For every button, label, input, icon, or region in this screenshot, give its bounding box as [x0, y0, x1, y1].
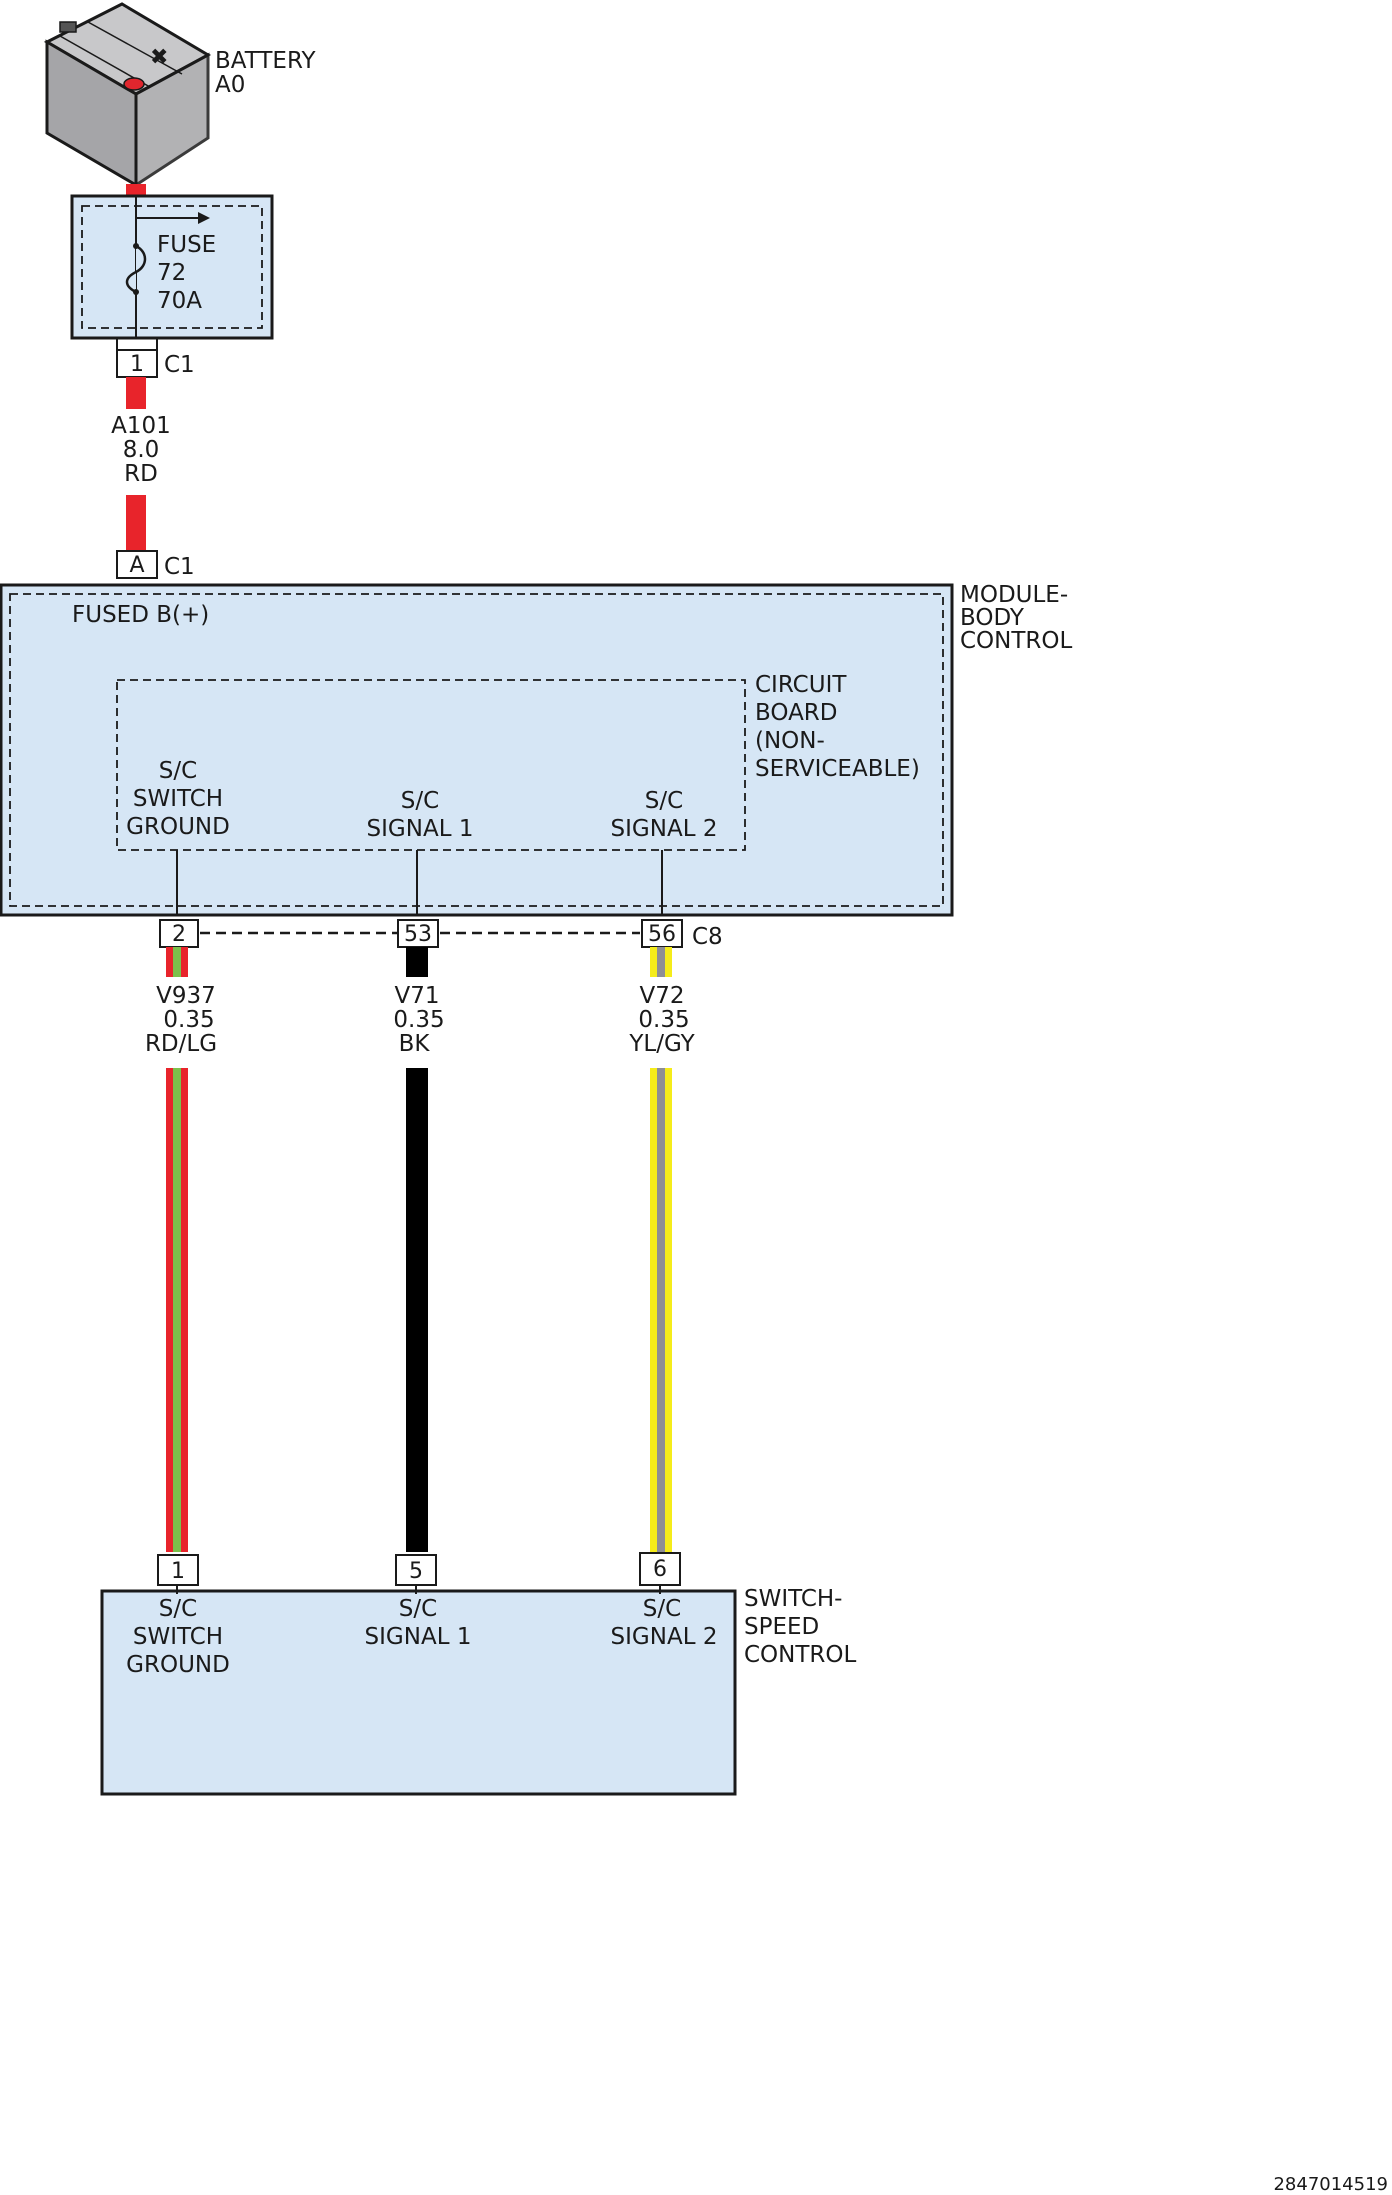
wire-v937 — [166, 947, 188, 1552]
battery-negative-terminal — [59, 21, 77, 33]
circuit-board — [116, 679, 746, 851]
switch-pin-5-line1: S/C — [399, 1596, 437, 1622]
circuit-board-line2: BOARD — [755, 700, 838, 726]
wire-v937-color: RD/LG — [145, 1031, 217, 1057]
circuit-board-line3: (NON- — [755, 728, 825, 754]
arrow-right-icon — [136, 212, 210, 224]
fuse-block: FUSE 72 70A — [70, 194, 274, 340]
feed-wire-lower — [126, 495, 146, 551]
fuse-pin: 1 — [130, 352, 144, 377]
switch-pin-1-line1: S/C — [159, 1596, 197, 1622]
document-id: 2847014519 — [1273, 2174, 1388, 2195]
bcm-input-pin-box — [116, 550, 158, 579]
wire-v72 — [650, 947, 672, 1552]
fuse-icon — [125, 244, 147, 294]
bcm-name-line1: MODULE- — [960, 582, 1068, 608]
wire-v71-circuit: V71 — [394, 983, 439, 1009]
fuse-connector: C1 — [164, 352, 195, 378]
switch-pin-6-line1: S/C — [643, 1596, 681, 1622]
bcm-input-connector: C1 — [164, 554, 195, 580]
switch-name-line2: SPEED — [744, 1614, 819, 1640]
feed-wire-color: RD — [124, 461, 158, 487]
bcm-input-pin: A — [129, 553, 144, 578]
switch-pin-6: 6 — [653, 1557, 667, 1582]
bcm-signal-2-line1: S/C — [401, 788, 439, 814]
bcm-signal-3-line1: S/C — [645, 788, 683, 814]
wire-v937-circuit: V937 — [156, 983, 216, 1009]
c8-pin-56: 56 — [648, 922, 676, 947]
wire-v71-gauge: 0.35 — [393, 1007, 444, 1033]
feed-wire-circuit: A101 — [111, 413, 171, 439]
wire-v937-gauge: 0.35 — [163, 1007, 214, 1033]
bcm-signal-3-line2: SIGNAL 2 — [611, 816, 718, 842]
fused-b-plus-label: FUSED B(+) — [72, 602, 209, 628]
bcm-signal-1-line3: GROUND — [126, 814, 230, 840]
c8-pin-2-box — [159, 919, 199, 948]
c8-pin-53-box — [397, 919, 439, 948]
switch-pin-5-box — [395, 1554, 437, 1586]
battery-icon: ✖ — [43, 2, 212, 188]
switch-name-line1: SWITCH- — [744, 1586, 842, 1612]
bcm-name-line3: CONTROL — [960, 628, 1073, 654]
switch-pin-1-line3: GROUND — [126, 1652, 230, 1678]
feed-wire-gauge: 8.0 — [123, 437, 160, 463]
circuit-board-line1: CIRCUIT — [755, 672, 847, 698]
circuit-board-line4: SERVICEABLE) — [755, 756, 920, 782]
fuse-label: FUSE — [157, 232, 216, 258]
switch-pin-6-box — [639, 1552, 681, 1586]
switch-pin-6-line2: SIGNAL 2 — [611, 1624, 718, 1650]
c8-pin-53: 53 — [404, 922, 432, 947]
fuse-number: 72 — [157, 260, 186, 286]
body-control-module: FUSED B(+) S/C SWITCH GROUND S/C SIGNAL … — [0, 583, 954, 917]
battery-id: A0 — [215, 72, 245, 98]
svg-text:✖: ✖ — [150, 45, 168, 70]
wire-v71-color: BK — [399, 1031, 431, 1057]
battery-positive-terminal — [123, 77, 145, 91]
switch-pin-5: 5 — [409, 1559, 423, 1584]
c8-pin-2: 2 — [172, 922, 186, 947]
switch-pin-5-line2: SIGNAL 1 — [365, 1624, 472, 1650]
bcm-name-line2: BODY — [960, 605, 1025, 631]
bcm-signal-1-line1: S/C — [159, 758, 197, 784]
wire-v71 — [406, 947, 428, 1552]
wire-v72-circuit: V72 — [639, 983, 684, 1009]
wire-v72-gauge: 0.35 — [638, 1007, 689, 1033]
bcm-signal-1-line2: SWITCH — [133, 786, 223, 812]
switch-name-line3: CONTROL — [744, 1642, 857, 1668]
bcm-signal-2-line2: SIGNAL 1 — [367, 816, 474, 842]
c8-connector: C8 — [692, 924, 723, 950]
c8-pin-56-box — [641, 919, 683, 948]
battery-name: BATTERY — [215, 48, 316, 74]
fuse-rating: 70A — [157, 288, 202, 314]
speed-control-switch: S/C SWITCH GROUND S/C SIGNAL 1 S/C SIGNA… — [100, 1585, 737, 1796]
battery-side-face — [134, 52, 210, 188]
feed-wire-upper — [126, 377, 146, 409]
switch-pin-1-line2: SWITCH — [133, 1624, 223, 1650]
switch-pin-1: 1 — [171, 1559, 185, 1584]
wire-v72-color: YL/GY — [628, 1031, 695, 1057]
